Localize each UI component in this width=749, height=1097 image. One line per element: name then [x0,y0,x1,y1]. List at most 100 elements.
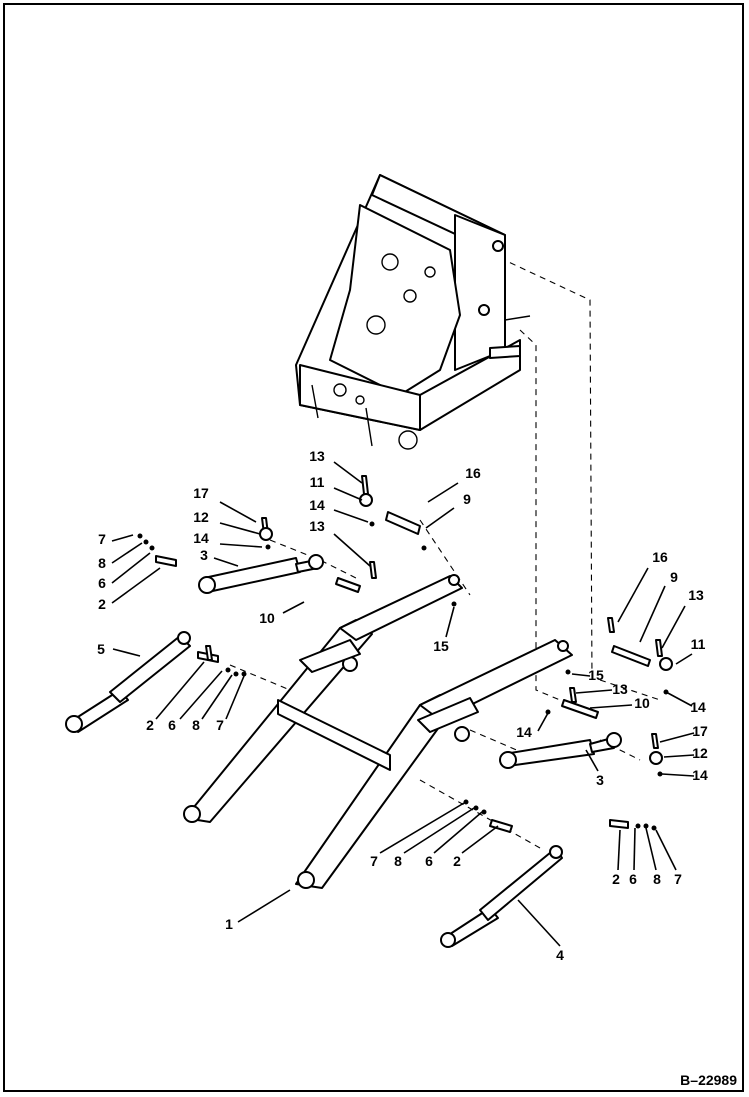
callout-leader-3 [213,557,239,567]
callout-number-1: 1 [225,916,233,932]
callout-leader-7 [655,829,677,871]
callout-leader-16 [617,567,649,623]
callout-leader-11 [675,653,693,665]
callout-leader-8 [403,807,475,854]
callout-number-9: 9 [463,491,471,507]
callout-number-7: 7 [370,853,378,869]
callout-leader-14 [661,773,695,777]
callout-leader-6 [179,670,223,720]
drawing-frame [3,3,744,1092]
callout-number-11: 11 [691,636,706,652]
callout-number-7: 7 [216,717,224,733]
callout-leader-13 [661,605,686,649]
callout-leader-7 [225,675,245,720]
callout-leader-5 [112,648,141,657]
callout-number-14: 14 [309,497,325,513]
callout-leader-12 [219,522,261,535]
callout-leader-4 [517,899,561,947]
lift-cylinder-left [65,631,191,733]
callout-number-13: 13 [309,448,325,464]
callout-number-2: 2 [146,717,154,733]
callout-leader-9 [639,585,666,643]
callout-number-5: 5 [97,641,105,657]
callout-number-15: 15 [588,667,604,683]
callout-number-7: 7 [674,871,682,887]
callout-number-8: 8 [192,717,200,733]
callout-number-8: 8 [98,555,106,571]
callout-number-14: 14 [692,767,708,783]
callout-leader-2 [461,825,499,854]
callout-leader-17 [659,732,695,743]
callout-number-14: 14 [690,699,706,715]
callout-leader-11 [333,487,363,501]
callout-number-13: 13 [688,587,704,603]
callout-leader-14 [219,543,263,548]
callout-leader-13 [333,461,363,484]
callout-number-10: 10 [634,695,650,711]
callout-leader-10 [282,601,305,614]
callout-number-2: 2 [453,853,461,869]
callout-leader-6 [433,811,483,854]
tilt-cylinder-left [198,554,324,594]
callout-leader-14 [665,691,693,707]
callout-number-14: 14 [516,724,532,740]
callout-leader-17 [219,501,257,523]
callout-leader-7 [379,802,465,854]
callout-number-6: 6 [98,575,106,591]
callout-leader-15 [571,673,591,677]
callout-leader-2 [111,567,161,604]
callout-number-3: 3 [596,772,604,788]
callout-number-14: 14 [193,530,209,546]
callout-leader-8 [201,674,233,720]
callout-leader-6 [111,552,151,584]
callout-number-8: 8 [653,871,661,887]
callout-leader-14 [537,712,549,732]
callout-number-16: 16 [465,465,481,481]
callout-leader-15 [445,606,455,638]
callout-number-13: 13 [309,518,325,534]
callout-leader-6 [633,827,636,871]
callout-number-6: 6 [629,871,637,887]
tilt-cylinder-right [499,732,622,769]
callout-leader-14 [333,509,369,523]
callout-number-9: 9 [670,569,678,585]
callout-leader-2 [617,829,621,871]
callout-number-6: 6 [168,717,176,733]
callout-number-17: 17 [193,485,209,501]
callout-number-6: 6 [425,853,433,869]
callout-number-12: 12 [692,745,708,761]
callout-leader-8 [111,542,143,564]
callout-number-3: 3 [200,547,208,563]
callout-leader-1 [237,889,291,923]
assembly-dashed-lines [229,257,661,849]
callout-leader-2 [155,661,205,720]
callout-leader-13 [333,533,371,567]
document-id: B–22989 [680,1072,737,1088]
callout-leader-9 [425,507,455,529]
callout-leader-3 [585,749,599,772]
callout-number-15: 15 [433,638,449,654]
callout-number-10: 10 [259,610,275,626]
lift-cylinder-right [440,845,563,948]
callout-leader-10 [589,704,633,709]
callout-leader-13 [575,689,613,694]
mounting-frame [295,174,531,450]
callout-leader-12 [663,754,695,758]
pins-and-hardware [137,475,673,833]
loader-arm-assembly [183,574,573,889]
callout-number-2: 2 [98,596,106,612]
callout-number-2: 2 [612,871,620,887]
callout-leader-7 [111,534,134,542]
callout-leader-8 [645,827,657,871]
callout-number-7: 7 [98,531,106,547]
callout-number-13: 13 [612,681,628,697]
callout-leader-16 [427,482,459,503]
callout-number-8: 8 [394,853,402,869]
callout-number-12: 12 [193,509,209,525]
callout-number-4: 4 [556,947,564,963]
callout-number-16: 16 [652,549,668,565]
callout-number-17: 17 [692,723,708,739]
callout-number-11: 11 [310,474,325,490]
